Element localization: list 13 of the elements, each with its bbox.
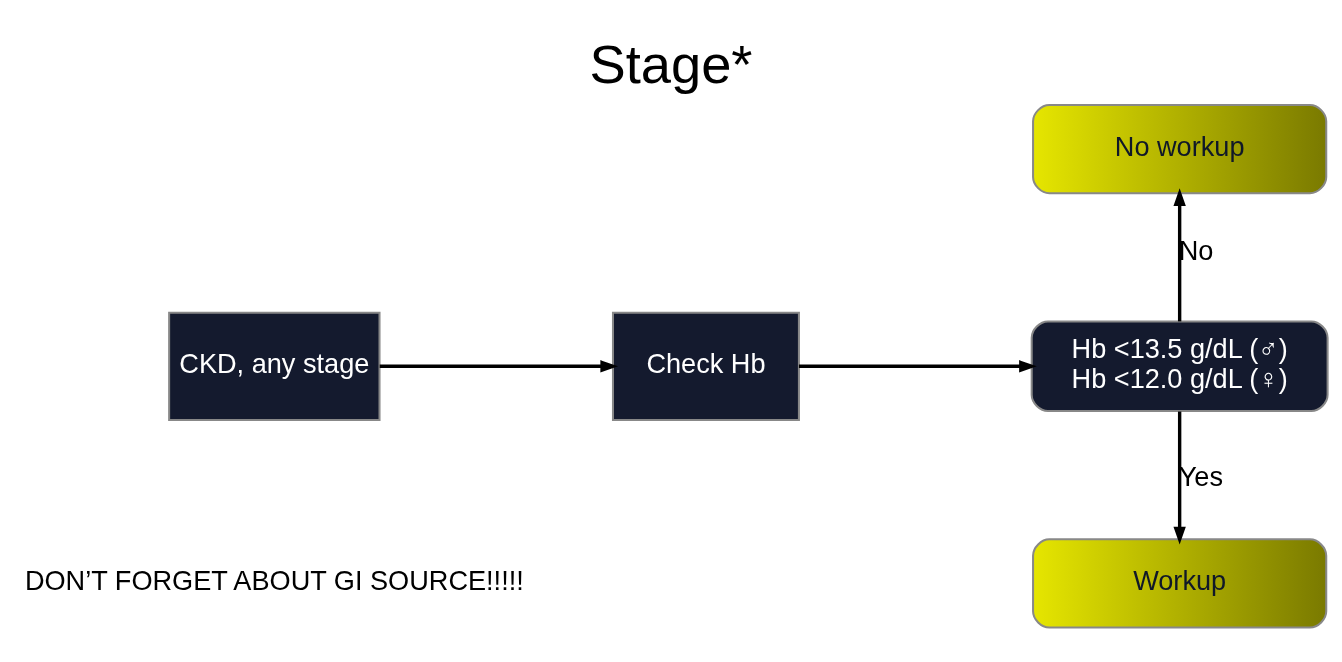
node-box: Check Hb bbox=[611, 311, 800, 421]
diagram-title: Stage* bbox=[589, 34, 753, 96]
edge-label: Yes bbox=[1178, 461, 1223, 493]
edge-label: No bbox=[1178, 234, 1214, 266]
label: DON’T FORGET ABOUT GI SOURCE!!!!! bbox=[24, 565, 524, 597]
arrow bbox=[798, 360, 1037, 373]
node-box: Hb <13.5 g/dL (♂) Hb <12.0 g/dL (♀) bbox=[1030, 320, 1329, 413]
arrow bbox=[1173, 411, 1186, 545]
arrow bbox=[1173, 188, 1186, 322]
node-box: No workup bbox=[1032, 104, 1328, 195]
arrow bbox=[379, 360, 619, 373]
node-box: CKD, any stage bbox=[168, 311, 381, 421]
node-box: Workup bbox=[1032, 538, 1328, 629]
